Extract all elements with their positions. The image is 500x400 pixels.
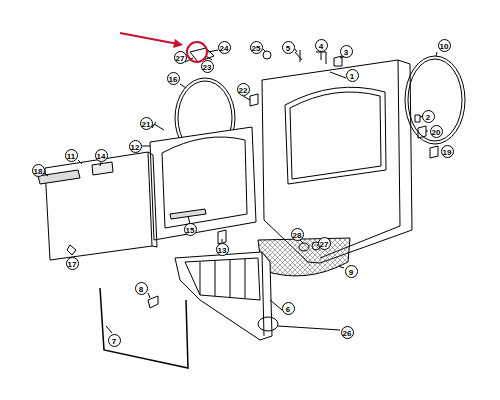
callout-number: 6	[282, 302, 295, 315]
callout-number: 7	[108, 334, 121, 347]
callout-number: 1	[346, 69, 359, 82]
callout-number: 14	[95, 149, 108, 162]
callout-number: 23	[201, 60, 214, 73]
callout-number: 12	[129, 140, 142, 153]
callout-number: 28	[291, 228, 304, 241]
callout-number: 27	[174, 51, 187, 64]
callout-number: 27	[318, 237, 331, 250]
callout-number: 25	[250, 41, 263, 54]
callout-number: 8	[135, 282, 148, 295]
callout-number: 15	[184, 223, 197, 236]
callout-number: 24	[218, 41, 231, 54]
callout-number: 17	[66, 257, 79, 270]
callout-number: 9	[345, 265, 358, 278]
callout-number: 22	[237, 83, 250, 96]
callout-number: 13	[216, 243, 229, 256]
callout-number: 11	[65, 149, 78, 162]
callout-number: 2	[422, 110, 435, 123]
callout-number: 19	[441, 145, 454, 158]
callout-number: 16	[167, 72, 180, 85]
callout-number: 20	[430, 125, 443, 138]
callout-number: 18	[32, 164, 45, 177]
callout-number: 26	[341, 326, 354, 339]
callout-number: 5	[282, 41, 295, 54]
callout-number: 3	[340, 45, 353, 58]
callout-number: 21	[140, 117, 153, 130]
callout-number: 10	[438, 39, 451, 52]
callout-number: 4	[315, 39, 328, 52]
